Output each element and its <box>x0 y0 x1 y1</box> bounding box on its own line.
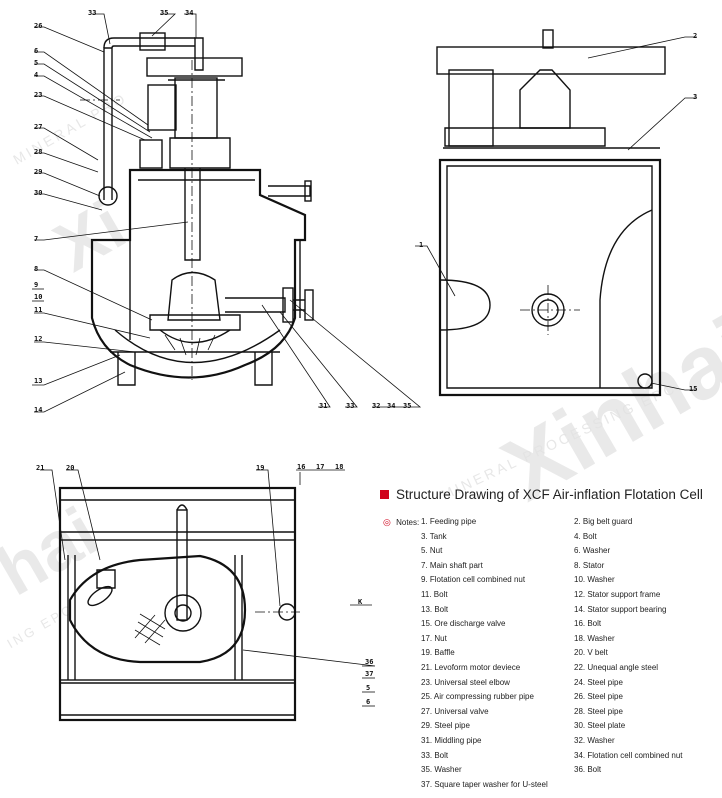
note-item: 7. Main shaft part <box>421 560 483 570</box>
note-item: 10. Washer <box>574 575 615 585</box>
svg-text:ING EPC: ING EPC <box>4 601 76 651</box>
note-item: 9. Flotation cell combined nut <box>421 575 526 585</box>
note-item: 22. Unequal angle steel <box>574 663 659 672</box>
callout-33: 33 <box>88 9 96 17</box>
callout-31: 31 <box>319 402 327 410</box>
callout-11: 11 <box>34 306 42 314</box>
note-item: 31. Middling pipe <box>421 736 482 745</box>
note-item: 6. Washer <box>574 546 611 556</box>
callout-21: 21 <box>36 464 44 472</box>
callout-33b: 33 <box>346 402 354 410</box>
red-square-icon <box>380 490 389 499</box>
note-item: 4. Bolt <box>574 531 597 541</box>
callout-27: 27 <box>34 123 42 131</box>
callout-32: 32 <box>372 402 380 410</box>
callout-35: 35 <box>160 9 168 17</box>
callout-K: K <box>358 598 363 606</box>
callout-28: 28 <box>34 148 42 156</box>
callout-1: 1 <box>419 241 423 249</box>
callout-3: 3 <box>693 93 697 101</box>
callout-15: 15 <box>689 385 697 393</box>
callout-20: 20 <box>66 464 74 472</box>
callout-2: 2 <box>693 32 697 40</box>
note-item: 12. Stator support frame <box>574 590 661 599</box>
note-item: 36. Bolt <box>574 765 602 775</box>
note-item: 33. Bolt <box>421 750 449 760</box>
callout-13: 13 <box>34 377 42 385</box>
callout-26: 26 <box>34 22 42 30</box>
callout-37: 37 <box>365 670 373 678</box>
callout-9: 9 <box>34 281 38 289</box>
callout-12: 12 <box>34 335 42 343</box>
callout-23: 23 <box>34 91 42 99</box>
callout-6: 6 <box>34 47 38 55</box>
note-item: 26. Steel pipe <box>574 692 623 702</box>
callout-17: 17 <box>316 463 324 471</box>
note-item: 37. Square taper washer for U-steel <box>421 779 548 789</box>
note-item: 25. Air compressing rubber pipe <box>421 692 534 702</box>
note-item: 19. Baffle <box>421 648 455 658</box>
callout-4: 4 <box>34 71 38 79</box>
note-item: 34. Flotation cell combined nut <box>574 750 683 760</box>
callout-36: 36 <box>365 658 373 666</box>
note-item: 15. Ore discharge valve <box>421 619 506 629</box>
front-view-callouts: 33 35 34 26 6 5 4 23 27 28 29 30 7 8 9 1… <box>32 9 422 414</box>
note-item: 20. V belt <box>574 648 608 658</box>
callout-5b: 5 <box>366 684 370 692</box>
callout-34b: 34 <box>387 402 395 410</box>
callout-19: 19 <box>256 464 264 472</box>
note-item: 35. Washer <box>421 765 462 775</box>
note-item: 16. Bolt <box>574 619 602 629</box>
callout-7: 7 <box>34 235 38 243</box>
note-item: 17. Nut <box>421 633 447 643</box>
note-item: 21. Levoform motor deviece <box>421 663 521 672</box>
callout-35b: 35 <box>403 402 411 410</box>
note-item: 14. Stator support bearing <box>574 604 667 614</box>
note-item: 5. Nut <box>421 546 443 556</box>
note-item: 11. Bolt <box>421 590 448 599</box>
note-item: 3. Tank <box>421 531 447 541</box>
callout-14: 14 <box>34 406 42 414</box>
note-item: 29. Steel pipe <box>421 721 470 731</box>
note-item: 8. Stator <box>574 560 605 570</box>
note-item: 24. Steel pipe <box>574 677 623 687</box>
bullseye-icon: ◎ <box>383 517 391 527</box>
note-item: 13. Bolt <box>421 604 449 614</box>
callout-10: 10 <box>34 293 42 301</box>
side-view <box>436 29 666 397</box>
note-item: 28. Steel pipe <box>574 706 623 716</box>
callout-6b: 6 <box>366 698 370 706</box>
note-item: 1. Feeding pipe <box>421 517 477 526</box>
callout-18: 18 <box>335 463 343 471</box>
plan-view <box>58 486 300 722</box>
note-item: 27. Universal valve <box>421 706 489 716</box>
callout-29: 29 <box>34 168 42 176</box>
notes-label: Notes: <box>396 518 420 527</box>
callout-16: 16 <box>297 463 305 471</box>
callout-8: 8 <box>34 265 38 273</box>
callout-34: 34 <box>185 9 193 17</box>
callout-30: 30 <box>34 189 42 197</box>
svg-text:Xi: Xi <box>42 186 138 287</box>
note-item: 2. Big belt guard <box>574 517 633 526</box>
note-item: 32. Washer <box>574 736 615 745</box>
front-section-view <box>80 32 314 386</box>
plan-view-callouts: 21 20 19 16 17 18 K 36 37 5 6 <box>36 463 376 707</box>
callout-5: 5 <box>34 59 38 67</box>
side-view-callouts: 2 3 1 15 <box>415 32 697 393</box>
note-item: 23. Universal steel elbow <box>421 677 510 687</box>
legend-title: Structure Drawing of XCF Air-inflation F… <box>380 487 720 502</box>
note-item: 30. Steel plate <box>574 721 626 731</box>
drawing-title: Structure Drawing of XCF Air-inflation F… <box>396 487 703 502</box>
note-item: 18. Washer <box>574 633 615 643</box>
